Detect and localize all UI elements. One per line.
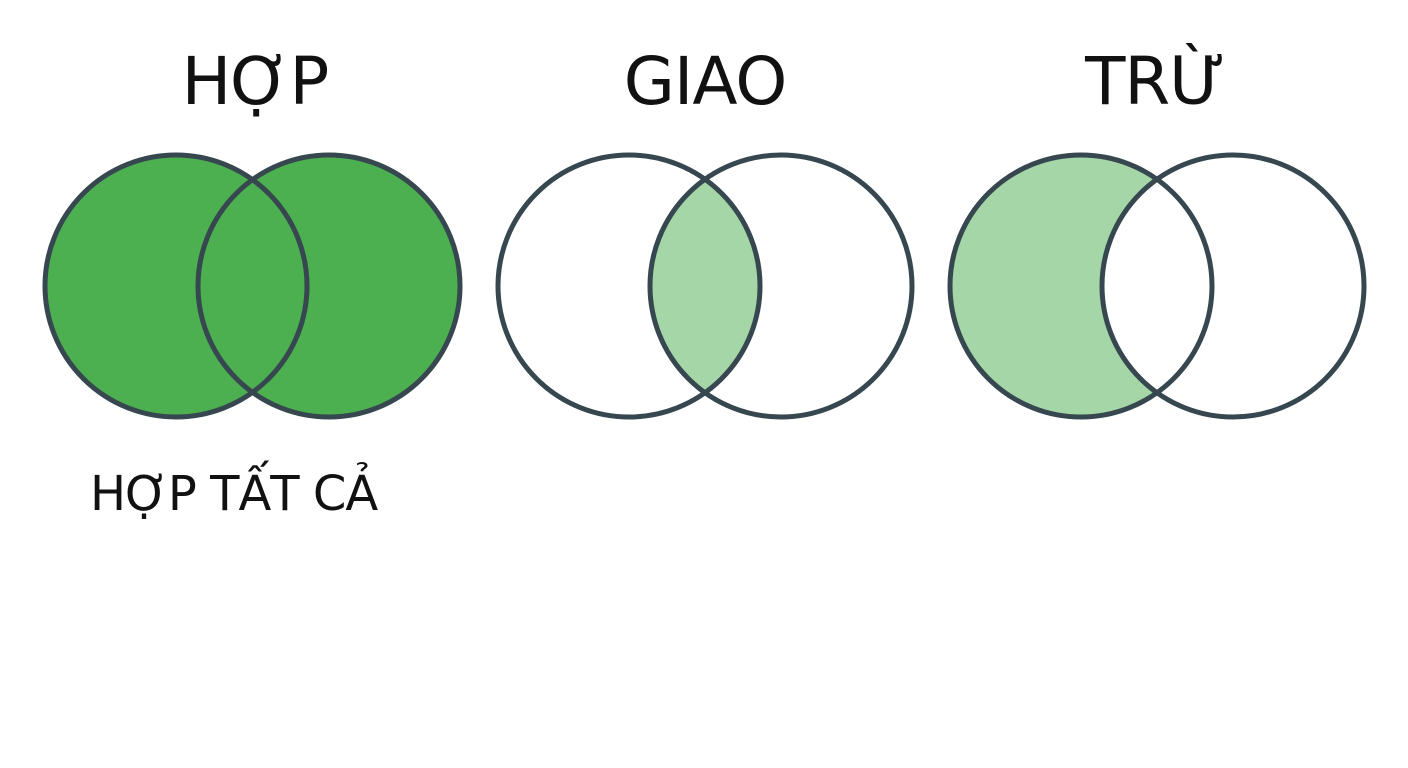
difference-left-circle-outline: [947, 152, 1215, 420]
intersection-left-circle-outline: [495, 152, 763, 420]
difference-right-circle-outline: [1099, 152, 1367, 420]
union-overlap-region: [198, 155, 307, 417]
difference-diagram: [947, 152, 1367, 420]
union-title: HỢP: [181, 43, 330, 120]
intersection-diagram: [495, 152, 915, 420]
union-caption: HỢP TẤT CẢ: [90, 466, 378, 522]
union-right-circle-outline: [195, 152, 463, 420]
difference-overlap-region: [1102, 155, 1212, 417]
intersection-title: GIAO: [623, 43, 788, 120]
intersection-right-circle-outline: [647, 152, 915, 420]
union-left-circle-outline: [42, 152, 310, 420]
difference-title: TRỪ: [1085, 43, 1226, 120]
union-diagram: [42, 152, 463, 420]
intersection-overlap-region: [650, 155, 760, 417]
